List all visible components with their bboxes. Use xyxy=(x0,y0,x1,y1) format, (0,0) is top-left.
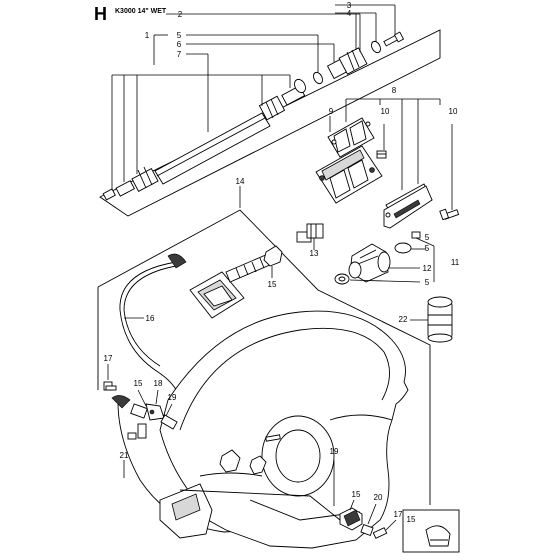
callout-17-left: 17 xyxy=(104,354,113,363)
leader-lines xyxy=(107,4,453,531)
callout-2: 2 xyxy=(178,10,183,19)
nut-15-top xyxy=(263,245,283,267)
rear-handle xyxy=(159,483,213,539)
lower-assembly xyxy=(97,209,431,549)
screw-5-upper xyxy=(411,231,421,239)
valve-plate xyxy=(327,117,375,158)
screw-10-right xyxy=(439,208,460,221)
water-hose xyxy=(154,112,271,185)
o-ring-4 xyxy=(371,40,381,54)
callout-16: 16 xyxy=(146,314,155,323)
washer-5-right xyxy=(394,242,412,254)
quick-coupling xyxy=(326,47,368,80)
nozzle-12 xyxy=(348,243,391,283)
bolt-17-left xyxy=(103,381,117,391)
callout-11: 11 xyxy=(451,258,460,267)
callout-15-right: 15 xyxy=(352,490,361,499)
callout-10-right: 10 xyxy=(449,107,458,116)
callout-8: 8 xyxy=(392,86,397,95)
hose-nipple-left xyxy=(102,166,159,201)
mounting-bracket xyxy=(189,271,245,319)
hose-ferrule-right xyxy=(258,78,306,121)
coupling-22 xyxy=(427,296,453,343)
callout-13: 13 xyxy=(310,249,319,258)
guard-nut-1 xyxy=(219,449,241,473)
callout-1: 1 xyxy=(145,31,150,40)
screw-10-top xyxy=(376,150,387,159)
callout-20: 20 xyxy=(374,493,383,502)
inset-label: 15 xyxy=(407,515,416,524)
valve-cover xyxy=(383,183,433,229)
callout-17-right: 17 xyxy=(394,510,403,519)
section-letter: H xyxy=(94,4,107,24)
callout-10-top: 10 xyxy=(381,107,390,116)
callout-19-right: 19 xyxy=(330,447,339,456)
callout-22: 22 xyxy=(399,315,408,324)
upper-assembly xyxy=(99,29,441,217)
arbor-disc xyxy=(261,415,335,497)
callout-15-left: 15 xyxy=(134,379,143,388)
callout-7: 7 xyxy=(177,50,182,59)
bolt-3 xyxy=(383,31,405,47)
callout-3: 3 xyxy=(347,1,352,10)
washer-5 xyxy=(313,71,323,85)
inset-clip: 15 xyxy=(402,509,460,553)
callout-21: 21 xyxy=(120,451,129,460)
fitting-right-lower xyxy=(339,507,374,537)
callout-12: 12 xyxy=(423,264,432,273)
callout-5-washer: 5 xyxy=(425,244,430,253)
bolt-17-right xyxy=(372,527,388,539)
callout-5-top: 5 xyxy=(177,31,182,40)
valve-block-assembly xyxy=(315,117,460,343)
callout-14: 14 xyxy=(236,177,245,186)
callout-18: 18 xyxy=(154,379,163,388)
callout-19-left: 19 xyxy=(168,393,177,402)
fitting-left xyxy=(130,403,178,439)
callout-numbers: 2 3 4 1 5 6 7 8 9 10 10 14 5 13 11 12 5 … xyxy=(104,1,460,519)
callout-5-lower: 5 xyxy=(425,278,430,287)
fitting-13 xyxy=(296,223,324,243)
callout-6: 6 xyxy=(177,40,182,49)
model-title: K3000 14" WET xyxy=(115,8,167,15)
guard-nut-2 xyxy=(249,455,267,475)
callout-4: 4 xyxy=(347,9,352,18)
callout-5-small: 5 xyxy=(425,233,430,242)
callout-9: 9 xyxy=(329,107,334,116)
screw-15-left xyxy=(127,432,137,440)
valve-housing xyxy=(315,145,383,204)
callout-15-top: 15 xyxy=(268,280,277,289)
